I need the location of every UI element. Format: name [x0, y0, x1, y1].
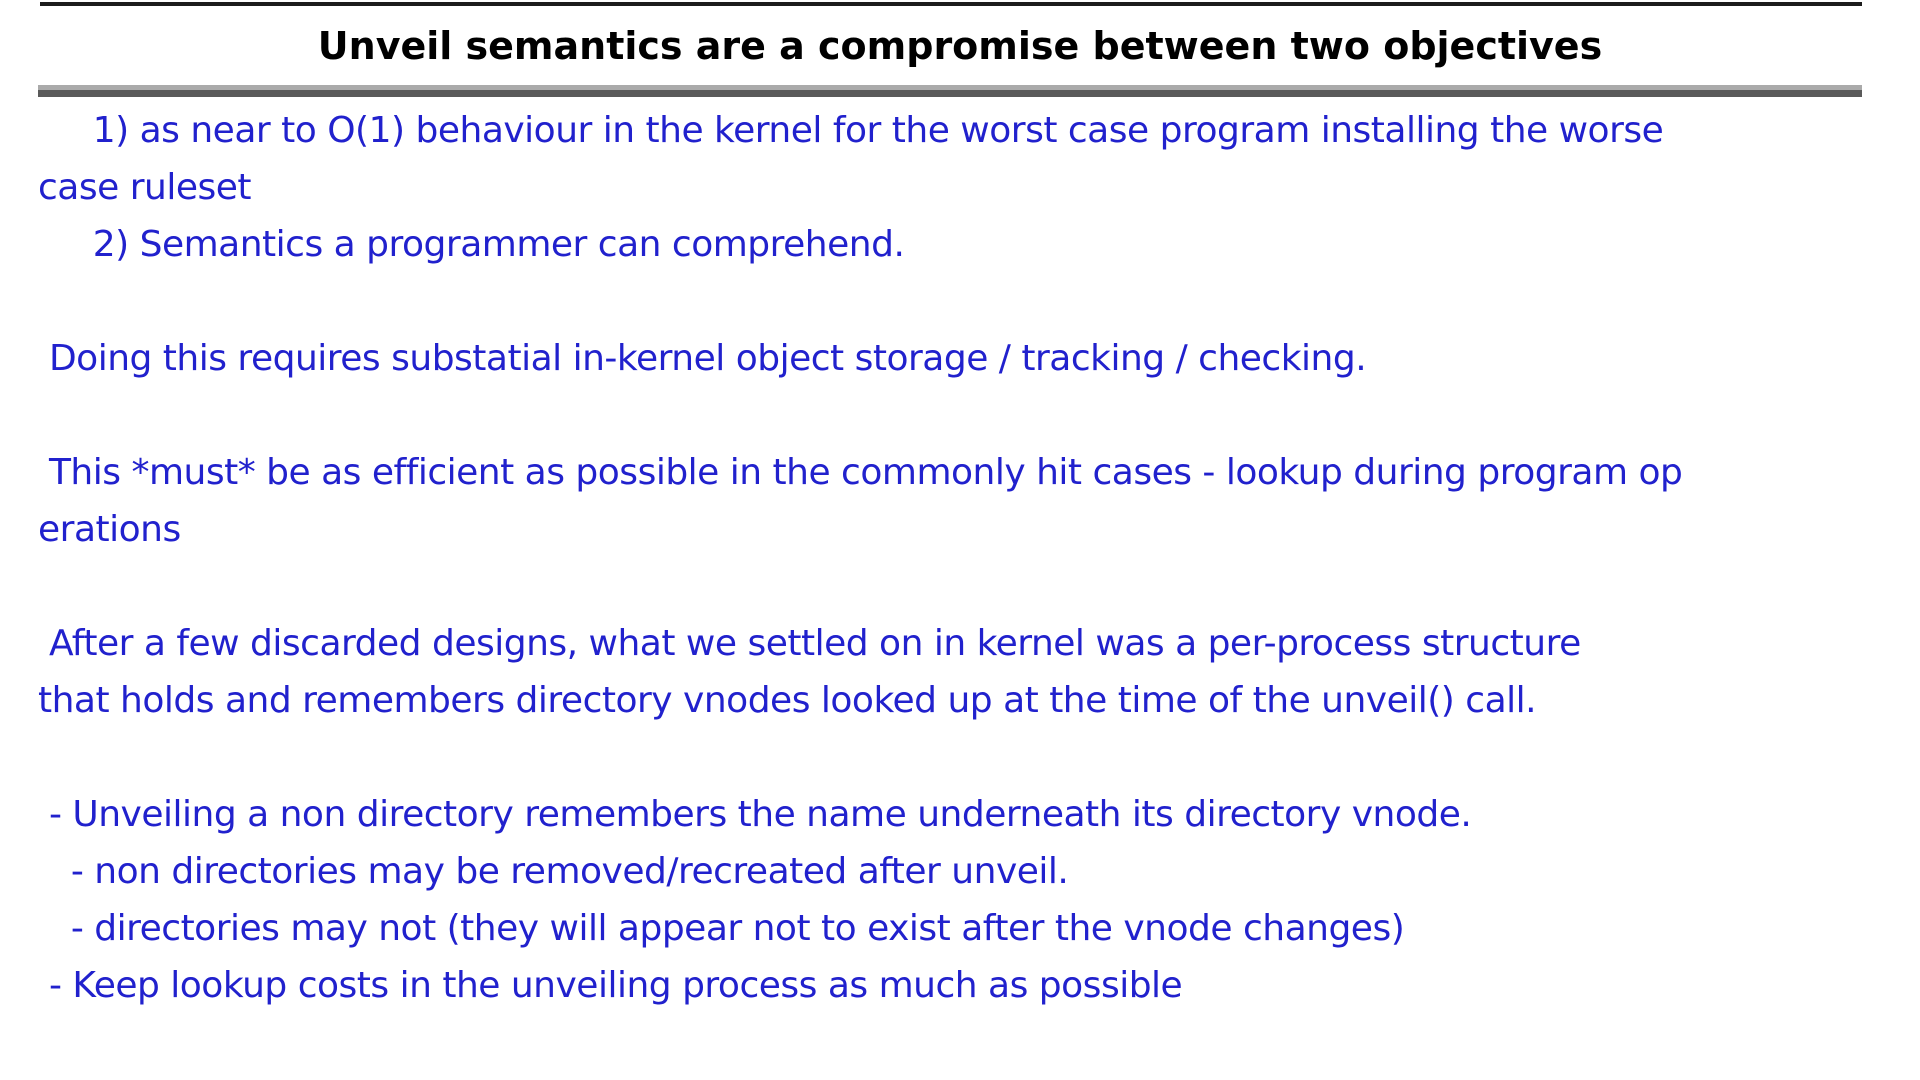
body-line: - directories may not (they will appear …: [38, 908, 1405, 949]
slide-body-text: 1) as near to O(1) behaviour in the kern…: [38, 102, 1900, 1014]
body-line-blank: [38, 558, 1900, 615]
title-rule-top: [38, 85, 1862, 90]
body-line: - Unveiling a non directory remembers th…: [38, 794, 1472, 835]
body-line-blank: [38, 729, 1900, 786]
body-line: that holds and remembers directory vnode…: [38, 680, 1537, 721]
top-border-line: [40, 2, 1862, 6]
body-line: 1) as near to O(1) behaviour in the kern…: [38, 110, 1664, 151]
body-line: Doing this requires substatial in-kernel…: [38, 338, 1367, 379]
body-line: case ruleset: [38, 167, 252, 208]
body-line: 2) Semantics a programmer can comprehend…: [38, 224, 905, 265]
body-line: erations: [38, 509, 181, 550]
body-line: - Keep lookup costs in the unveiling pro…: [38, 965, 1183, 1006]
body-line-blank: [38, 387, 1900, 444]
body-line: This *must* be as efficient as possible …: [38, 452, 1683, 493]
slide-title: Unveil semantics are a compromise betwee…: [317, 24, 1603, 68]
body-line-blank: [38, 273, 1900, 330]
title-rule-bottom: [38, 90, 1862, 97]
body-line: - non directories may be removed/recreat…: [38, 851, 1069, 892]
body-line: After a few discarded designs, what we s…: [38, 623, 1581, 664]
